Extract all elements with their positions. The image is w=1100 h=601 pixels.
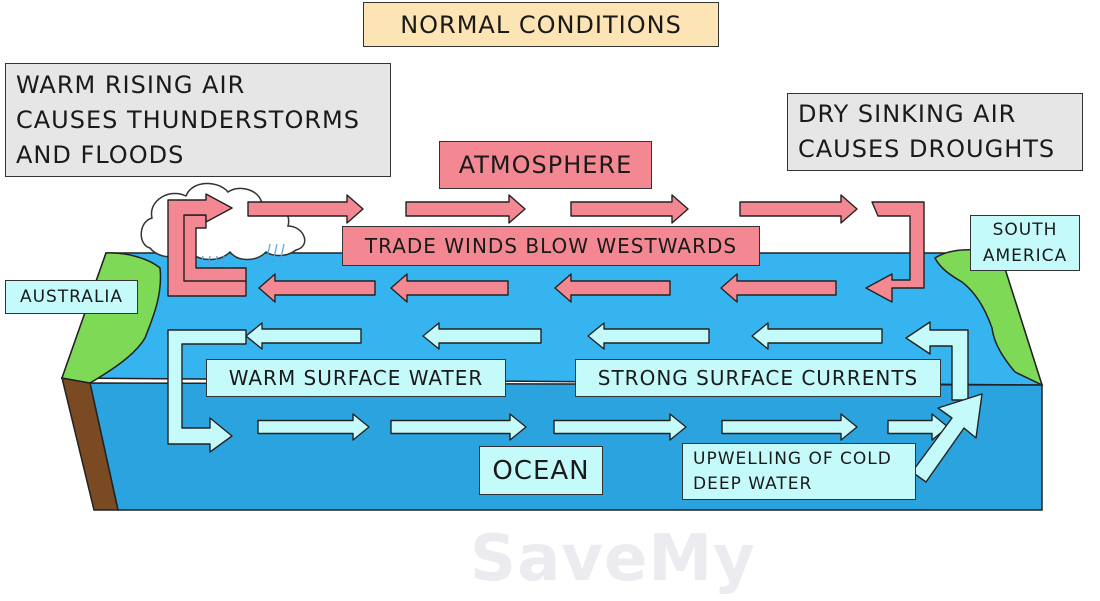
warm-air-line-1: WARM RISING AIR: [16, 70, 246, 99]
dry-air-line-2: CAUSES DROUGHTS: [798, 135, 1056, 163]
upwelling-arrow: [911, 393, 983, 483]
deep-current-arrow-1: [257, 413, 370, 441]
surface-current-arrow-1: [245, 322, 362, 350]
upwelling-line-2: DEEP WATER: [693, 473, 813, 494]
deep-current-arrow-2: [390, 413, 527, 441]
warm-air-line-2: CAUSES THUNDERSTORMS: [16, 105, 360, 134]
deep-current-arrow-4: [721, 413, 858, 441]
dry-air-line-1: DRY SINKING AIR: [798, 100, 1017, 128]
trade-wind-arrow-west-1: [258, 273, 376, 303]
dry-sinking-air-note: DRY SINKING AIR CAUSES DROUGHTS: [787, 93, 1083, 171]
trade-wind-arrow-west-4: [720, 273, 837, 303]
rising-air-loop: [167, 193, 247, 297]
upwelling-label: UPWELLING OF COLD DEEP WATER: [682, 443, 916, 500]
watermark: SaveMy: [470, 522, 756, 596]
surface-current-arrow-3: [587, 322, 710, 350]
diagram-title: NORMAL CONDITIONS: [363, 2, 719, 47]
trade-wind-arrow-east-4: [739, 194, 858, 224]
warm-air-line-3: AND FLOODS: [16, 140, 185, 169]
trade-wind-arrow-west-3: [554, 273, 671, 303]
south-america-line-1: SOUTH: [992, 220, 1058, 240]
warm-rising-air-note: WARM RISING AIR CAUSES THUNDERSTORMS AND…: [5, 63, 391, 177]
trade-wind-arrow-west-2: [390, 273, 509, 303]
trade-wind-arrow-east-2: [405, 194, 526, 224]
surface-current-arrow-2: [422, 322, 542, 350]
trade-wind-arrow-east-3: [570, 194, 689, 224]
trade-winds-label: TRADE WINDS BLOW WESTWARDS: [342, 226, 760, 266]
deep-current-arrow-3: [553, 413, 687, 441]
ocean-down-loop: [167, 329, 247, 453]
surface-current-arrow-4: [751, 322, 883, 350]
ocean-up-loop: [905, 321, 969, 401]
upwelling-line-1: UPWELLING OF COLD: [693, 448, 892, 469]
trade-wind-arrow-east-1: [247, 194, 364, 224]
sinking-air-loop: [865, 201, 925, 303]
australia-label: AUSTRALIA: [5, 280, 138, 314]
strong-surface-currents-label: STRONG SURFACE CURRENTS: [575, 359, 941, 397]
south-america-label: SOUTH AMERICA: [970, 215, 1080, 271]
atmosphere-label: ATMOSPHERE: [439, 141, 652, 189]
warm-surface-water-label: WARM SURFACE WATER: [206, 359, 506, 397]
ocean-label: OCEAN: [479, 446, 603, 495]
south-america-line-2: AMERICA: [982, 246, 1068, 266]
